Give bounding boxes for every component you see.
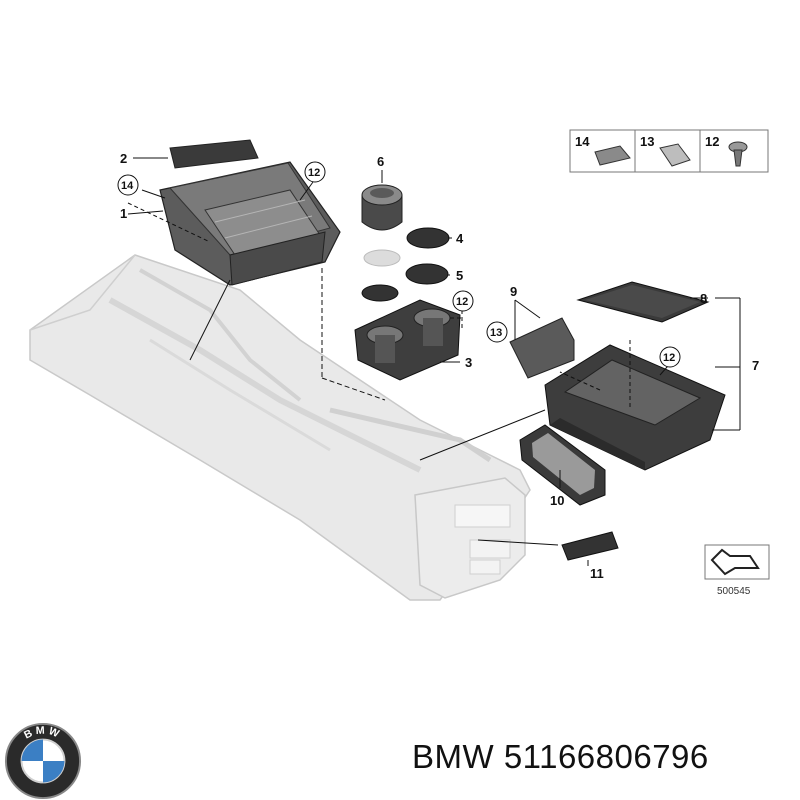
reference-box: 500545 [704,544,770,597]
reference-code: 500545 [717,586,751,597]
center-console [29,254,531,601]
callout-11: 11 [590,566,604,581]
callout-4: 4 [456,231,464,246]
circled-12-top: 12 [308,167,320,179]
callout-7: 7 [752,358,759,373]
legend-num-13: 13 [640,134,654,149]
callout-8: 8 [700,291,707,306]
part-7-storage-box [544,344,726,471]
part-9-bracket [509,317,575,379]
callout-labels: 2 1 6 4 5 3 9 8 7 10 11 [120,151,759,581]
brand-name: BMW [412,738,495,775]
callout-9: 9 [510,284,517,299]
part-number: 51166806796 [503,738,709,775]
part-6-cup-insert [361,184,403,231]
clip-13-icon [659,143,691,167]
part-1-tray [159,161,341,286]
legend-num-14: 14 [575,134,590,149]
part-2-pad [169,139,259,169]
callout-1: 1 [120,206,127,221]
callout-2: 2 [120,151,127,166]
callout-6: 6 [377,154,384,169]
svg-text:BMW: BMW [22,724,63,741]
bmw-logo-icon: BMW [4,722,82,800]
part-3-cupholder [354,299,461,381]
logo-letters: BMW [22,724,60,741]
callout-5: 5 [456,268,463,283]
circled-callouts: 14 12 12 13 12 [117,161,681,368]
arrow-symbol-icon [710,548,760,576]
circled-12-cup: 12 [456,296,468,308]
clip-14-icon [594,145,631,166]
legend-box: 14 13 12 [569,129,769,173]
part-4-mat [406,227,450,249]
circled-13: 13 [490,327,502,339]
part-5-mat [405,263,449,285]
part-10-frame [519,424,606,506]
callout-10: 10 [550,493,564,508]
mat-light [363,249,401,267]
leader-lines [127,157,741,566]
part-11-cover [561,531,619,561]
circled-12-box: 12 [663,352,675,364]
callout-3: 3 [465,355,472,370]
product-caption: BMW 51166806796 [412,738,709,776]
screw-12-icon [728,141,748,167]
legend-num-12: 12 [705,134,719,149]
circled-14: 14 [121,180,134,192]
mat-dark [361,284,399,302]
